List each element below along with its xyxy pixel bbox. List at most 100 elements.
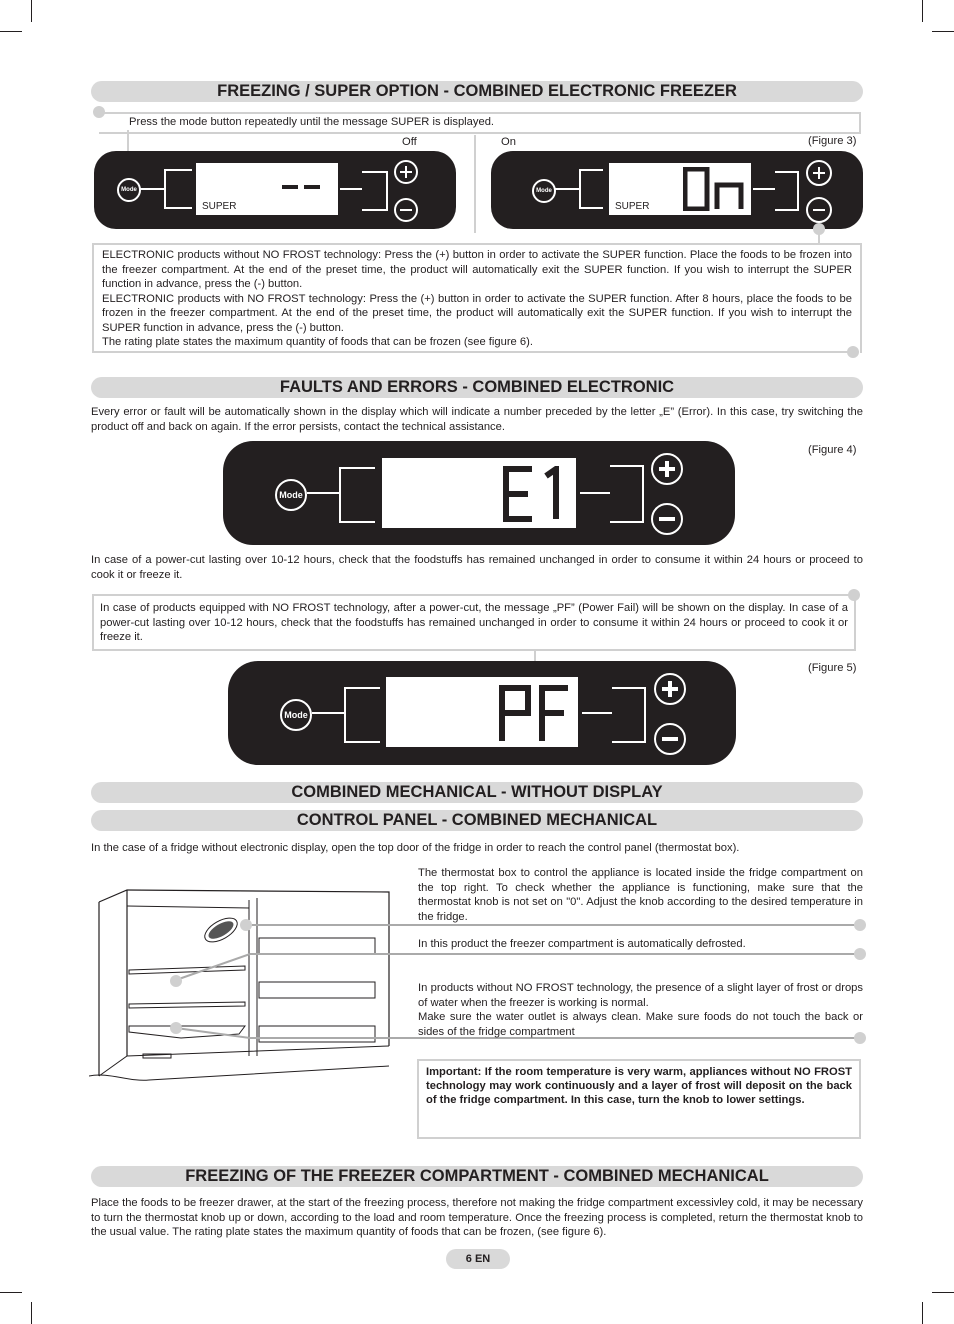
crop-mark (0, 31, 22, 32)
callout-line (818, 233, 820, 245)
crop-mark (932, 1292, 954, 1293)
description-box (92, 243, 862, 353)
connector-line (140, 188, 164, 190)
section-heading-freezing: FREEZING OF THE FREEZER COMPARTMENT - CO… (91, 1166, 863, 1187)
mode-button[interactable]: Mode (275, 479, 307, 511)
shelf (128, 1001, 246, 1009)
callout-dot (170, 975, 182, 987)
mode-button[interactable]: Mode (532, 179, 556, 203)
shelf (128, 1025, 246, 1039)
powercut-text: In case of a power-cut lasting over 10-1… (91, 554, 863, 581)
floor-line (89, 1065, 390, 1081)
lcd-f (539, 685, 568, 741)
callout-dot (93, 106, 105, 118)
figure-3-label: (Figure 3) (808, 135, 857, 147)
fridge-illustration (89, 889, 390, 1081)
lcd-p (499, 685, 531, 741)
nofrost-box (92, 594, 856, 651)
mode-button[interactable]: Mode (117, 178, 141, 202)
plus-button[interactable] (654, 673, 686, 705)
lcd-screen (386, 677, 578, 747)
minus-icon (659, 517, 675, 521)
section-heading-super: FREEZING / SUPER OPTION - COMBINED ELECT… (91, 81, 863, 102)
connector-line (580, 492, 610, 494)
thermostat-note: The thermostat box to control the applia… (418, 867, 863, 923)
para-rating-plate: The rating plate states the maximum quan… (102, 336, 533, 348)
bracket (579, 169, 603, 209)
connector-line (555, 188, 579, 190)
crop-mark (31, 1302, 32, 1324)
important-text: Important: If the room temperature is ve… (426, 1066, 852, 1106)
off-label: Off (402, 136, 417, 148)
callout-dot (854, 1032, 866, 1044)
minus-button[interactable] (806, 197, 832, 223)
plus-button[interactable] (651, 453, 683, 485)
callout-line (246, 924, 858, 926)
mechanical-intro: In the case of a fridge without electron… (91, 842, 740, 854)
lcd-screen (382, 458, 576, 528)
shelf (128, 965, 246, 975)
crisper-handle (142, 1053, 172, 1059)
frost-note: In products without NO FROST technology,… (418, 981, 863, 1039)
crop-mark (932, 31, 954, 32)
on-label: On (501, 136, 516, 148)
lcd-screen: SUPER (196, 163, 338, 215)
lcd-e (503, 466, 532, 522)
divider (474, 135, 476, 233)
lcd-value-pf (499, 685, 568, 741)
frost-note-a: In products without NO FROST technology,… (418, 982, 863, 1009)
box-bottom-line (92, 351, 854, 353)
crop-mark (0, 1292, 22, 1293)
important-box (417, 1059, 861, 1139)
bracket (612, 687, 646, 743)
lcd-dash (304, 185, 320, 189)
callout-lines (175, 953, 858, 1039)
frost-note-b: Make sure the water outlet is always cle… (418, 1011, 863, 1038)
connector-line (753, 188, 775, 190)
plus-icon (405, 166, 407, 178)
plus-button[interactable] (394, 160, 418, 184)
connector-line (582, 712, 612, 714)
para-no-frost-on: ELECTRONIC products with NO FROST techno… (102, 292, 852, 334)
connector-line (307, 492, 339, 494)
bracket (164, 169, 192, 209)
bracket (610, 465, 644, 523)
bracket (362, 171, 388, 211)
callout-line (127, 130, 129, 160)
para-no-frost-off: ELECTRONIC products without NO FROST tec… (102, 249, 852, 290)
display-panel-off: Mode SUPER (94, 151, 456, 229)
callout-dot (854, 919, 866, 931)
plus-button[interactable] (806, 160, 832, 186)
box-top-line (92, 594, 852, 596)
plus-icon (665, 461, 669, 477)
display-panel-e1: Mode (223, 441, 735, 545)
nofrost-text: In case of products equipped with NO FRO… (100, 602, 848, 643)
section-heading-control-panel: CONTROL PANEL - COMBINED MECHANICAL (91, 810, 863, 831)
lcd-value-on (683, 167, 744, 211)
connector-line (340, 188, 362, 190)
callout-dot (847, 346, 859, 358)
lcd-value-e1 (503, 466, 559, 522)
lcd-caption: SUPER (202, 201, 237, 212)
crop-mark (922, 0, 923, 22)
plus-icon (818, 167, 820, 179)
minus-button[interactable] (394, 198, 418, 222)
mode-button[interactable]: Mode (280, 699, 312, 731)
callout-dot (848, 589, 860, 601)
callout-frost (175, 1027, 858, 1039)
minus-button[interactable] (651, 503, 683, 535)
minus-icon (813, 209, 825, 211)
figure-5-label: (Figure 5) (808, 662, 857, 674)
fridge-outline (98, 889, 390, 1046)
lcd-screen: SUPER (609, 163, 751, 215)
thermostat-box (204, 917, 238, 943)
defrost-note: In this product the freezer compartment … (418, 938, 746, 950)
callout-dot (813, 223, 825, 235)
minus-button[interactable] (654, 723, 686, 755)
callout-dot (240, 919, 252, 931)
faults-intro: Every error or fault will be automatical… (91, 406, 863, 433)
crop-mark (31, 0, 32, 22)
lcd-o (683, 167, 710, 211)
instruction-text: Press the mode button repeatedly until t… (129, 116, 495, 128)
plus-icon (668, 681, 672, 697)
